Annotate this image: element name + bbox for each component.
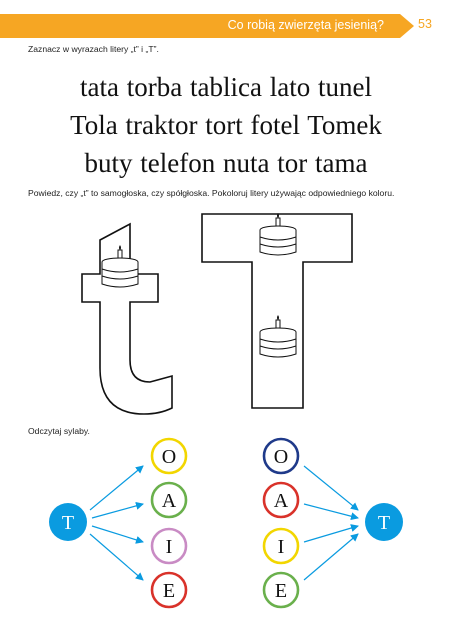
vowel-circle-left-4[interactable]: E [150, 571, 188, 609]
hub-circle-right: T [365, 503, 403, 541]
arrow [89, 533, 144, 581]
arrow [303, 465, 359, 511]
header-bar: Co robią zwierzęta jesienią? [0, 14, 414, 38]
vowel-letter: E [163, 580, 175, 602]
vowel-letter: A [274, 490, 289, 512]
word: buty [84, 148, 133, 178]
word: tablica [190, 72, 262, 102]
arrow [91, 501, 144, 519]
header-banner [0, 14, 414, 38]
vowel-circle-left-2[interactable]: A [150, 481, 188, 519]
word: torba [126, 72, 183, 102]
task3-instruction: Odczytaj sylaby. [28, 426, 90, 436]
word: nuta [223, 148, 270, 178]
word: tunel [317, 72, 372, 102]
word: traktor [125, 110, 198, 140]
cake-icon [101, 245, 139, 288]
vowel-letter: O [274, 446, 288, 468]
arrow [89, 465, 144, 511]
word-line-3: buty telefon nuta tor tama [0, 144, 452, 182]
word: telefon [140, 148, 216, 178]
word-lines: tata torba tablica lato tunel Tola trakt… [0, 68, 452, 182]
vowel-circle-left-3[interactable]: I [150, 527, 188, 565]
word-line-2: Tola traktor tort fotel Tomek [0, 106, 452, 144]
word: tata [80, 72, 120, 102]
page-number: 53 [418, 17, 432, 31]
word: tama [315, 148, 368, 178]
syllable-diagram: T O A I E O A I E T [49, 437, 403, 609]
word: Tomek [307, 110, 382, 140]
hub-letter: T [62, 512, 74, 534]
vowel-circle-right-1[interactable]: O [262, 437, 300, 475]
vowel-letter: E [275, 580, 287, 602]
vowel-circle-right-4[interactable]: E [262, 571, 300, 609]
vowel-letter: O [162, 446, 176, 468]
page-title: Co robią zwierzęta jesienią? [227, 18, 384, 32]
word: tor [277, 148, 308, 178]
word: fotel [250, 110, 300, 140]
vowel-circle-right-2[interactable]: A [262, 481, 300, 519]
vowel-circle-left-1[interactable]: O [150, 437, 188, 475]
vowel-letter: I [166, 536, 173, 558]
vowel-letter: I [278, 536, 285, 558]
hub-letter: T [378, 512, 390, 534]
cake-icon [259, 315, 297, 358]
arrow [91, 525, 144, 544]
word: tort [205, 110, 243, 140]
letter-t-small-outline[interactable] [81, 222, 173, 415]
task2-instruction: Powiedz, czy „t” to samogłoska, czy spół… [28, 188, 395, 198]
word-line-1: tata torba tablica lato tunel [0, 68, 452, 106]
letter-outlines [81, 213, 353, 415]
arrow [303, 503, 359, 521]
vowel-letter: A [162, 490, 177, 512]
word: lato [269, 72, 311, 102]
task1-instruction: Zaznacz w wyrazach litery „t” i „T”. [28, 44, 159, 54]
vowel-circle-right-3[interactable]: I [262, 527, 300, 565]
hub-circle-left: T [49, 503, 87, 541]
arrow [303, 524, 359, 543]
word: Tola [70, 110, 118, 140]
letter-T-big-outline[interactable] [201, 213, 353, 409]
cake-icon [259, 213, 297, 256]
arrow [303, 533, 359, 581]
